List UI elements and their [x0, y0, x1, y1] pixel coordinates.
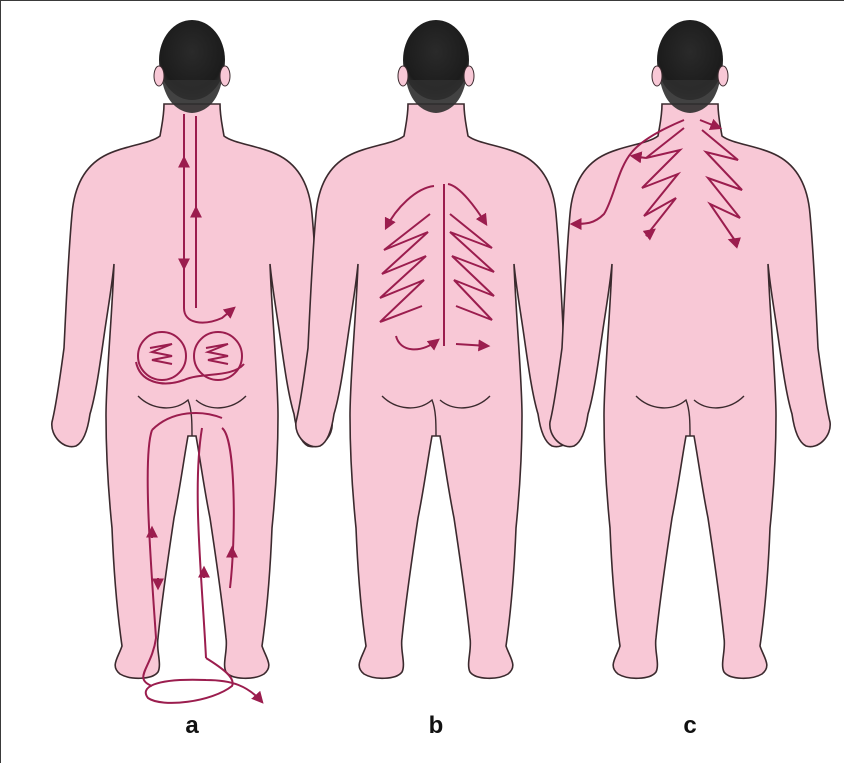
- figure-c: [550, 20, 830, 678]
- figure-b: [296, 20, 576, 678]
- body-silhouette-b: [296, 20, 576, 678]
- panel-label-a: a: [172, 712, 212, 740]
- body-silhouette-c: [550, 20, 830, 678]
- body-silhouette-a: [52, 20, 332, 678]
- panel-label-c: c: [670, 712, 710, 740]
- figure-a: [52, 20, 332, 703]
- panel-label-b: b: [416, 712, 456, 740]
